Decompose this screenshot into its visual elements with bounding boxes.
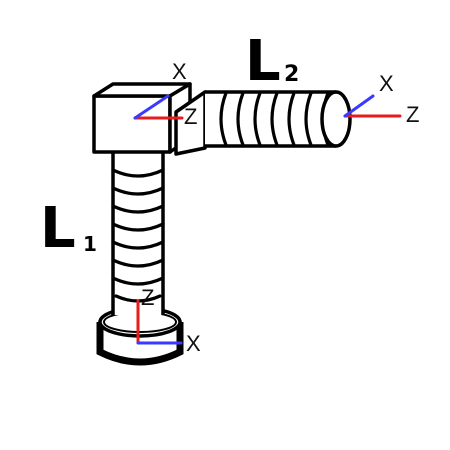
link-1-letter: L xyxy=(40,196,76,261)
frame-end-x-axis xyxy=(343,94,375,118)
frame-joint-x-label: X xyxy=(172,59,187,84)
frame-joint: X Z xyxy=(133,59,197,129)
frame-end: X Z xyxy=(343,71,419,127)
link-2-subscript: 2 xyxy=(284,62,299,87)
frame-end-z-label: Z xyxy=(406,102,419,127)
base-cylinder xyxy=(96,306,184,366)
link-2-label: L 2 xyxy=(245,29,299,94)
frame-base: Z X xyxy=(136,285,201,356)
frame-base-x-label: X xyxy=(186,331,201,356)
frame-end-x-label: X xyxy=(379,71,394,96)
frame-joint-z-label: Z xyxy=(184,104,197,129)
link-1-subscript: 1 xyxy=(83,232,97,256)
link-1-tube xyxy=(111,150,165,315)
frame-joint-x-axis xyxy=(133,94,170,120)
frame-base-z-label: Z xyxy=(141,285,154,310)
link-2-tube xyxy=(174,90,352,156)
link-2-letter: L xyxy=(245,29,281,94)
link-1-label: L 1 xyxy=(40,196,97,261)
